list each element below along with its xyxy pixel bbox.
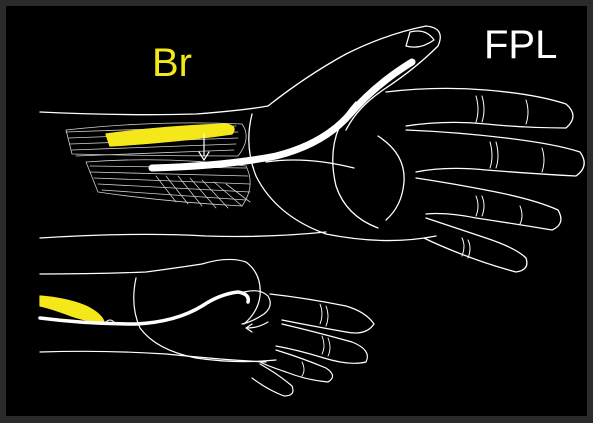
tendon-transfer-illustration [6,6,587,416]
lower-middle-finger [276,324,367,363]
label-flexor-pollicis-longus: FPL [484,25,557,65]
middle-finger [406,130,584,176]
forearm-upper-edge [40,106,268,115]
lower-little-finger [252,364,293,396]
brachioradialis-muscle [106,124,234,146]
lower-finger-creases [302,304,330,376]
index-finger [386,88,573,128]
lower-hand [40,259,374,396]
lower-ring-finger [260,350,333,382]
palm-outline [249,114,436,241]
palm-crease-2 [378,136,404,220]
lower-forearm-lower-edge [40,351,266,362]
forearm-lower-edge [40,232,326,238]
little-finger [424,218,527,272]
diagram-panel [6,6,587,416]
thumb-nail [406,31,434,47]
label-brachioradialis: Br [152,43,192,83]
palm-crease [266,160,354,168]
lower-forearm-upper-edge [40,264,202,274]
